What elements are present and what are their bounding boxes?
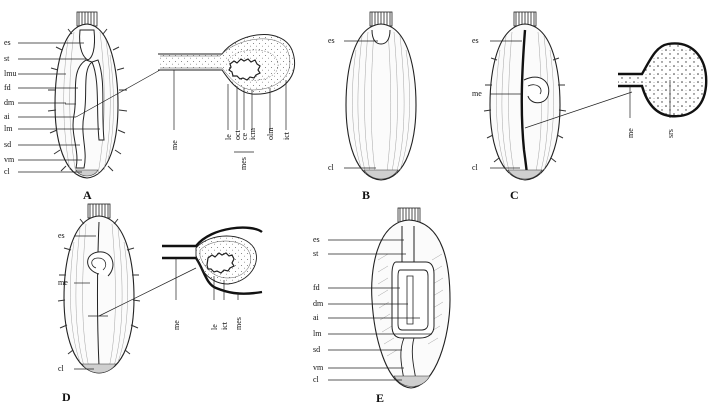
label-vm: vm: [4, 155, 15, 164]
intestinal-lumen: [228, 58, 261, 81]
label-ai: ai: [313, 313, 320, 322]
cloaca: [363, 169, 399, 180]
holothurian-body: [345, 23, 417, 181]
cloaca: [81, 363, 117, 374]
panel-e: es st fd dm ai lm sd vm cl E: [313, 207, 451, 405]
inset-label-le: le: [210, 324, 219, 330]
label-ai: ai: [4, 112, 11, 121]
inset-label-srs: srs: [666, 129, 675, 138]
intestine-coil: [87, 251, 114, 277]
panel-c: es me cl C me srs: [472, 11, 708, 202]
label-me: me: [472, 89, 482, 98]
label-cl: cl: [313, 375, 320, 384]
body-spines: [483, 57, 567, 163]
label-cl: cl: [328, 163, 335, 172]
label-fd: fd: [4, 83, 11, 92]
inset-label-oct: oct: [233, 129, 242, 140]
body-wall-stripes: [70, 223, 128, 369]
label-sd: sd: [313, 345, 320, 354]
panel-letter-b: B: [362, 188, 370, 202]
label-es: es: [313, 235, 320, 244]
label-cl: cl: [472, 163, 479, 172]
inset-label-mes: mes: [234, 317, 243, 330]
inset-d-cross-section: [162, 226, 263, 300]
inset-a-labels: me le oct ce icm mes olm ict: [170, 127, 291, 170]
panel-letter-a: A: [83, 188, 92, 202]
cloaca: [507, 169, 543, 180]
label-es: es: [472, 36, 479, 45]
label-fd: fd: [313, 283, 320, 292]
body-wall-stripes: [496, 31, 554, 177]
body-wall-stripes: [352, 29, 410, 179]
label-st: st: [313, 249, 319, 258]
inset-a-cross-section: [158, 34, 296, 153]
body-spines: [47, 28, 128, 172]
intestinal-lumen: [206, 252, 235, 274]
inset-label-olm: olm: [266, 127, 275, 140]
mesentery: [97, 221, 100, 367]
panel-a-leader-lines: [18, 42, 100, 173]
intestine-coil: [523, 76, 550, 104]
inset-label-me: me: [172, 320, 181, 330]
inset-label-ict: ict: [220, 321, 229, 330]
panel-letter-e: E: [376, 391, 384, 405]
inset-label-me: me: [626, 128, 635, 138]
stomach: [79, 29, 95, 61]
label-sd: sd: [4, 140, 11, 149]
ascending-intestine: [91, 59, 105, 141]
panel-e-labels: es st fd dm ai lm sd vm cl: [313, 235, 324, 384]
label-es: es: [4, 38, 11, 47]
panel-e-leader-lines: [328, 239, 432, 381]
label-lm: lm: [313, 329, 322, 338]
inset-c-sinus: [618, 42, 708, 118]
panel-d: es me cl D me le ict mes: [57, 203, 263, 404]
label-dm: dm: [313, 299, 324, 308]
label-es: es: [58, 231, 65, 240]
label-es: es: [328, 36, 335, 45]
body-spines: [57, 218, 141, 355]
inset-connector: [75, 69, 161, 118]
inset-connector: [524, 91, 633, 129]
tentacle-crown: [76, 11, 98, 27]
body-wall-stripes: [63, 31, 114, 175]
inset-label-me: me: [170, 140, 179, 150]
panel-letter-d: D: [62, 390, 71, 404]
label-cl: cl: [4, 167, 11, 176]
label-vm: vm: [313, 363, 324, 372]
inset-connector: [98, 267, 197, 317]
label-lmu: lmu: [4, 69, 16, 78]
intestine: [72, 59, 94, 169]
inset-label-ce: ce: [240, 132, 249, 140]
panel-a-labels: es st lmu fd dm ai lm sd vm cl: [4, 38, 16, 176]
esophagus: [371, 29, 391, 45]
label-dm: dm: [4, 98, 15, 107]
panel-a: es st lmu fd dm ai lm sd vm cl A: [4, 11, 296, 202]
panel-letter-c: C: [510, 188, 519, 202]
inset-label-ict: ict: [282, 131, 291, 140]
inset-label-mes: mes: [239, 157, 248, 170]
label-st: st: [4, 54, 10, 63]
body-wall-hatching: [377, 253, 444, 357]
cloaca: [393, 375, 431, 387]
holothurian-body: [489, 23, 561, 181]
inset-label-icm: icm: [248, 127, 257, 140]
label-lm: lm: [4, 124, 13, 133]
stomach: [401, 226, 415, 262]
holothurian-body: [63, 215, 135, 374]
label-me: me: [58, 278, 68, 287]
panel-b: es cl B: [328, 11, 417, 202]
inset-label-le: le: [224, 134, 233, 140]
label-cl: cl: [58, 364, 65, 373]
